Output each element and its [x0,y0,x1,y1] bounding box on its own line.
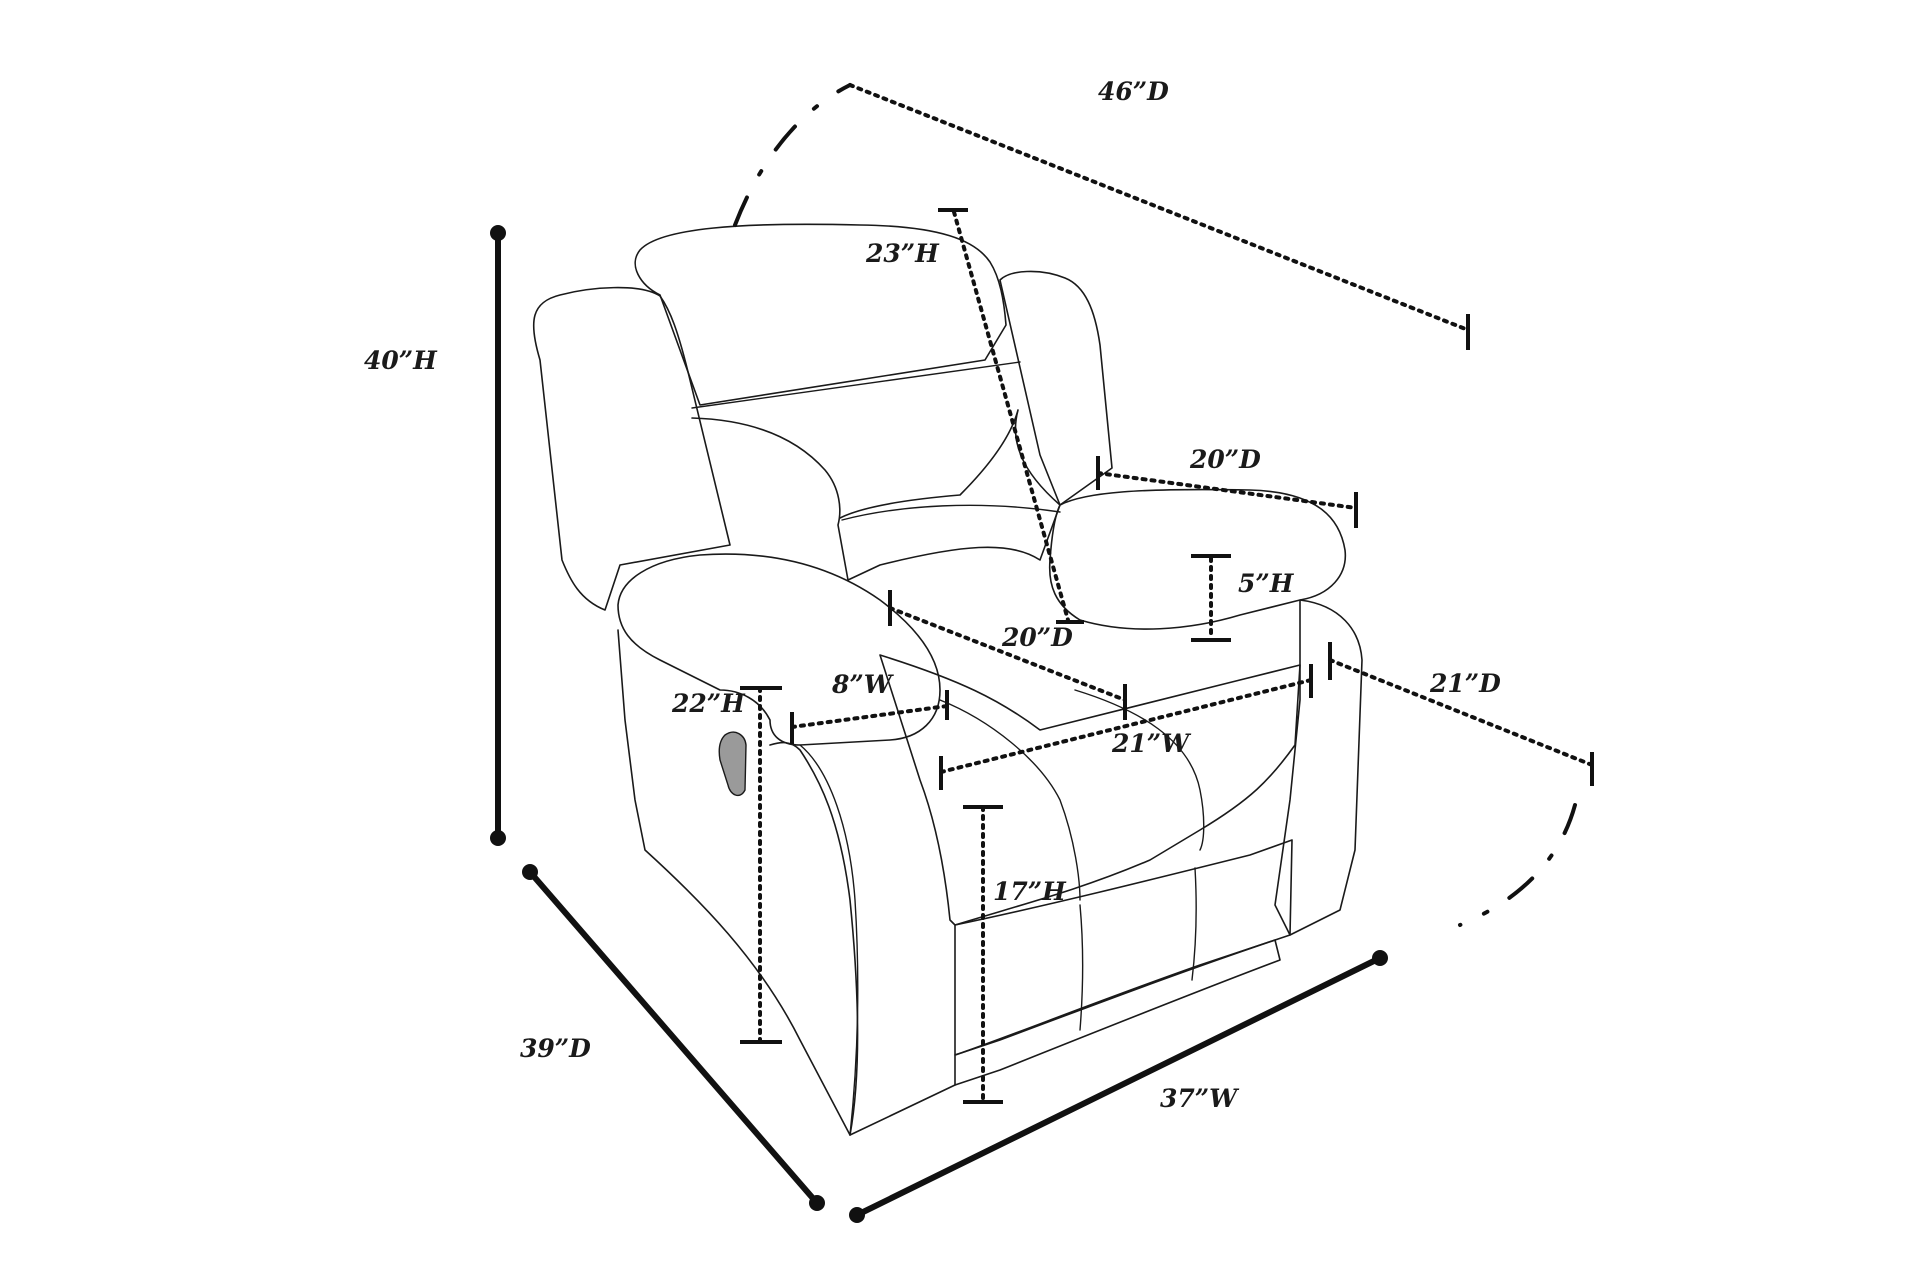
base-bottom [849,1084,956,1136]
arm-pad-height-label: 5”H [1238,569,1295,598]
seat-width-line [939,664,1313,790]
recliner-chair [532,223,1363,1136]
arm-depth-label: 20”D [1189,445,1261,474]
seat-height-label: 17”H [993,877,1067,906]
overall-height-line [490,225,506,846]
arm-pad-height-line [1191,554,1231,642]
lower-back-seam [841,504,1061,521]
footrest-seam-2 [1191,867,1197,981]
right-arm-pad [1048,488,1347,630]
headrest-cushion [634,223,1007,406]
overall-width-line [849,950,1388,1223]
left-arm-pad [617,553,941,746]
reclined-depth-line [733,83,1470,350]
recline-lever [718,731,747,797]
upper-back-cushion [691,409,1061,581]
seat-width-label: 21”W [1111,729,1192,758]
right-wing [999,270,1113,506]
reclined-back-arc [733,83,852,227]
footrest-seam-1 [1079,904,1084,1031]
back-height-label: 23”H [865,239,940,268]
overall-width-label: 37”W [1160,1084,1240,1113]
overall-height-label: 40”H [364,346,438,375]
seat-seam-right [1074,689,1205,851]
arm-width-line [790,690,949,744]
left-wing [532,286,731,611]
side-depth-label: 21”D [1429,669,1501,698]
arm-depth-line [1096,456,1358,528]
arm-height-label: 22”H [671,689,746,718]
reclined-depth-label: 46”D [1098,77,1169,106]
base-front [954,939,1281,1086]
seat-cushion [879,654,1301,926]
seat-height-line [963,805,1003,1104]
back-height-line [938,208,1084,624]
seat-seam-left [939,699,1081,901]
side-depth-line [1328,642,1594,927]
right-arm-front [1274,599,1363,936]
overall-depth-label: 39”D [520,1034,591,1063]
arm-height-line [740,686,782,1044]
headrest-seam [691,361,1021,409]
overall-depth-line [522,864,825,1211]
left-arm-front-curve [799,744,859,1136]
footrest-front [954,839,1293,1056]
seat-depth-label: 20”D [1001,623,1073,652]
arm-width-label: 8”W [831,670,895,699]
seat-depth-line [888,590,1127,720]
footrest-extension-arc [1458,803,1577,927]
